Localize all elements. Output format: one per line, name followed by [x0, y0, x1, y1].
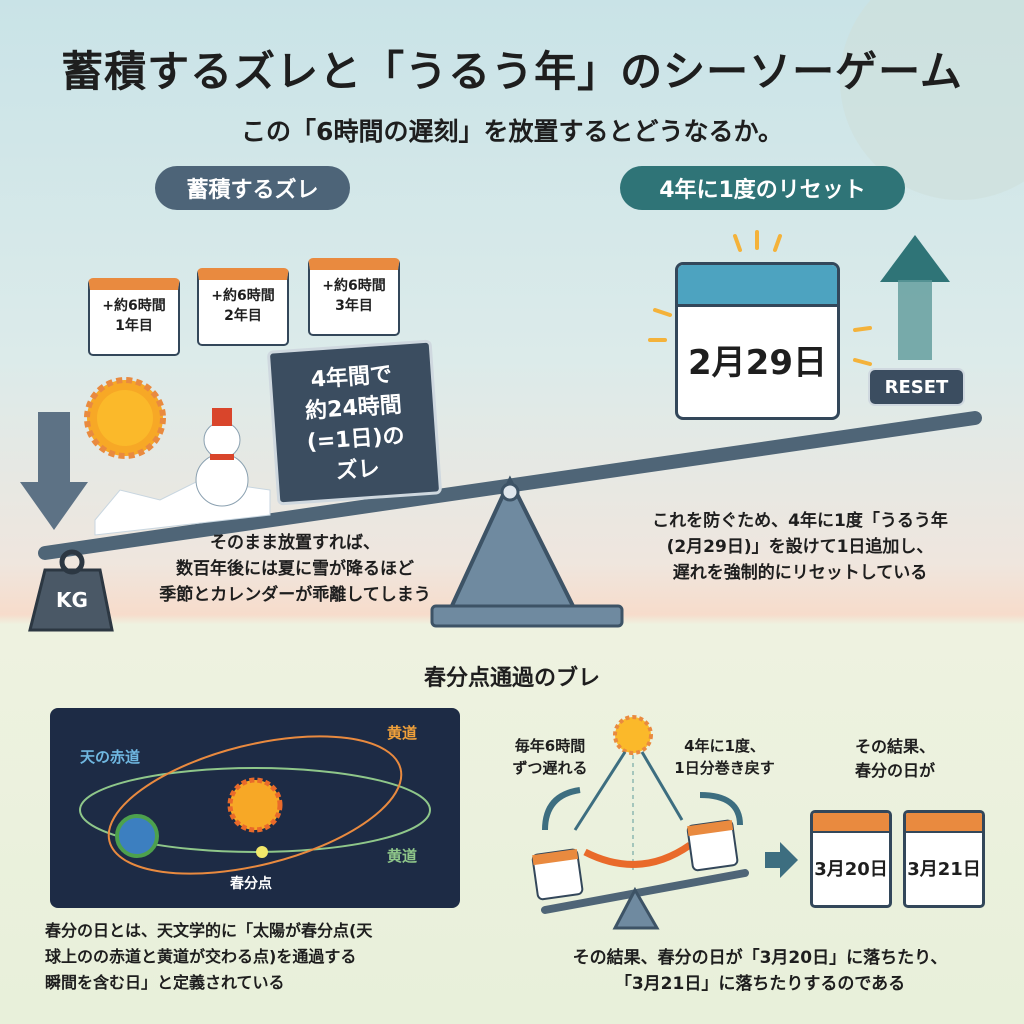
down-arrow-icon — [20, 412, 88, 530]
result-caption: その結果、春分の日が「3月20日」に落ちたり、「3月21日」に落ちたりするのであ… — [572, 948, 948, 994]
weight-label: KG — [56, 588, 88, 612]
calendar-march-21: 3月21日 — [903, 810, 985, 908]
glow-rays — [648, 230, 872, 366]
page-subtitle: この「6時間の遅刻」を放置するとどうなるか。 — [241, 117, 783, 146]
up-arrow-icon — [880, 235, 950, 360]
drift-caption: そのまま放置すれば、数百年後には夏に雪が降るほど季節とカレンダーが乖離してしまう — [159, 533, 431, 605]
calendar-march-20: 3月20日 — [810, 810, 892, 908]
planet-decoration — [840, 0, 1024, 200]
celestial-equator-line — [79, 767, 431, 853]
weight-icon — [28, 568, 114, 632]
section-heading: 春分点通過のブレ — [423, 666, 600, 691]
reset-button[interactable]: RESET — [868, 368, 965, 406]
rewind-label: 4年に1度、1日分巻き戻す — [674, 737, 775, 777]
small-sun-icon — [613, 715, 653, 755]
delay-label: 毎年6時間ずつ遅れる — [512, 737, 588, 777]
celestial-equator-label: 天の赤道 — [80, 748, 141, 766]
sun-icon — [84, 377, 166, 459]
leap-day-calendar: 2月29日 — [675, 262, 840, 420]
ecliptic-line — [107, 735, 403, 875]
ecliptic-label-bottom: 黄道 — [387, 847, 418, 865]
vernal-equinox-definition: 春分の日とは、天文学的に「太陽が春分点(天球上のの赤道と黄道が交わる点)を通過す… — [45, 921, 373, 992]
panel-sun-icon — [227, 777, 283, 833]
vernal-point-label: 春分点 — [230, 876, 272, 892]
vernal-point-marker — [256, 846, 268, 858]
reset-pill: 4年に1度のリセット — [620, 166, 905, 210]
accumulated-drift-pill: 蓄積するズレ — [155, 166, 350, 210]
drift-summary-box: 4年間で約24時間(=1日)のズレ — [266, 339, 443, 506]
result-label: その結果、春分の日が — [854, 737, 935, 780]
earth-icon — [115, 814, 159, 858]
page-title: 蓄積するズレと「うるう年」のシーソーゲーム — [61, 47, 963, 96]
reset-caption: これを防ぐため、4年に1度「うるう年(2月29日)」を設けて1日追加し、遅れを強… — [652, 511, 948, 583]
ecliptic-label-top: 黄道 — [387, 724, 418, 742]
snowman-icon — [195, 408, 249, 507]
shift-arrow — [583, 842, 693, 868]
right-arrow-icon — [765, 842, 798, 878]
